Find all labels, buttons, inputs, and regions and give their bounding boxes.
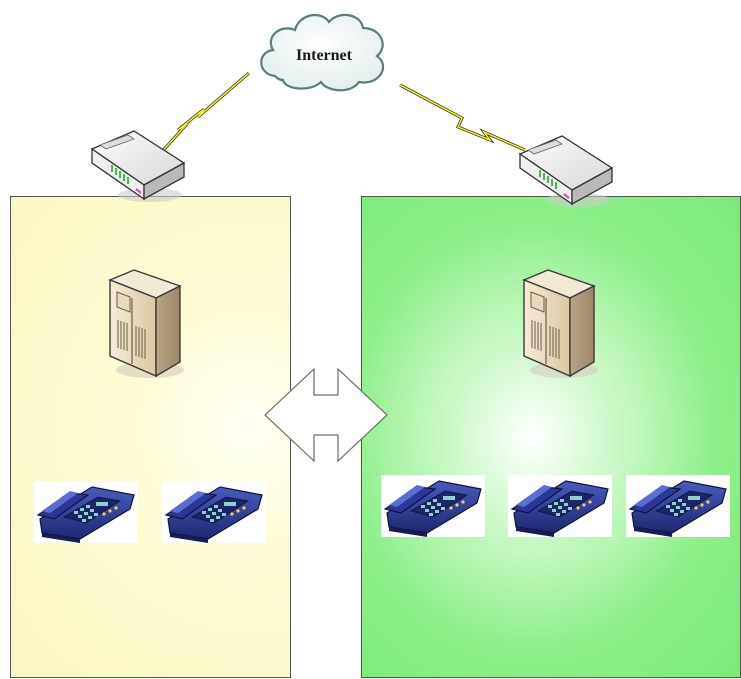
ip-phone-icon [508, 475, 612, 537]
bidirectional-arrow-icon [264, 367, 388, 463]
router-right-icon [516, 132, 616, 207]
ip-phone-icon [381, 475, 485, 537]
router-left-icon [88, 127, 188, 202]
ip-phone-icon [626, 475, 730, 537]
ip-phone-icon [34, 481, 138, 543]
ip-phone-icon [162, 481, 266, 543]
cloud-icon [260, 13, 385, 92]
internet-label: Internet [296, 47, 352, 64]
server-left-icon [104, 268, 184, 380]
server-right-icon [518, 268, 598, 380]
